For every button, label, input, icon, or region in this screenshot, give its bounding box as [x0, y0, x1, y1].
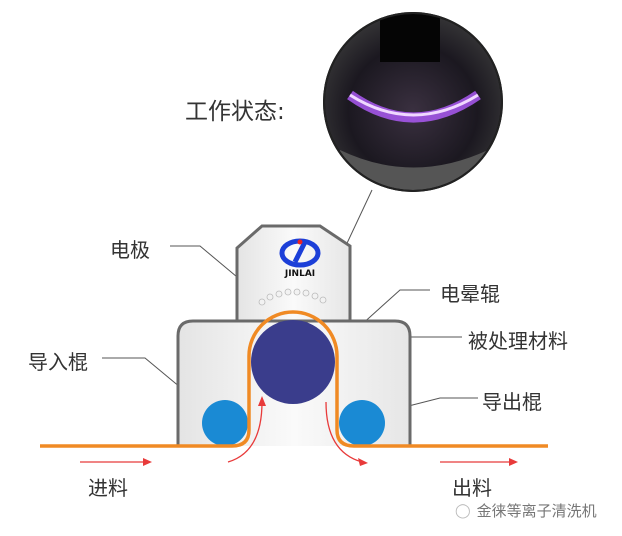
wechat-icon: ◯: [455, 502, 471, 519]
label-feed-out: 出料: [452, 476, 492, 500]
flow-arrows: [80, 396, 518, 466]
discharge-needles: [258, 288, 327, 306]
label-in-roller: 导入棍: [28, 350, 88, 374]
label-corona-roller: 电晕辊: [440, 282, 500, 306]
label-out-roller: 导出棍: [482, 390, 542, 414]
svg-text:JINLAI: JINLAI: [284, 269, 315, 279]
label-material: 被处理材料: [468, 329, 568, 353]
in-roller: [202, 400, 248, 446]
corona-roller: [251, 320, 335, 404]
watermark: ◯ 金徕等离子清洗机: [455, 500, 597, 521]
out-roller: [339, 400, 385, 446]
title: 工作状态:: [185, 99, 285, 125]
working-state-photo: [323, 12, 503, 192]
material-web: [40, 310, 548, 448]
logo: JINLAI: [279, 238, 321, 279]
label-electrode: 电极: [110, 238, 150, 262]
watermark-text: 金徕等离子清洗机: [476, 502, 597, 520]
label-feed-in: 进料: [88, 476, 128, 500]
